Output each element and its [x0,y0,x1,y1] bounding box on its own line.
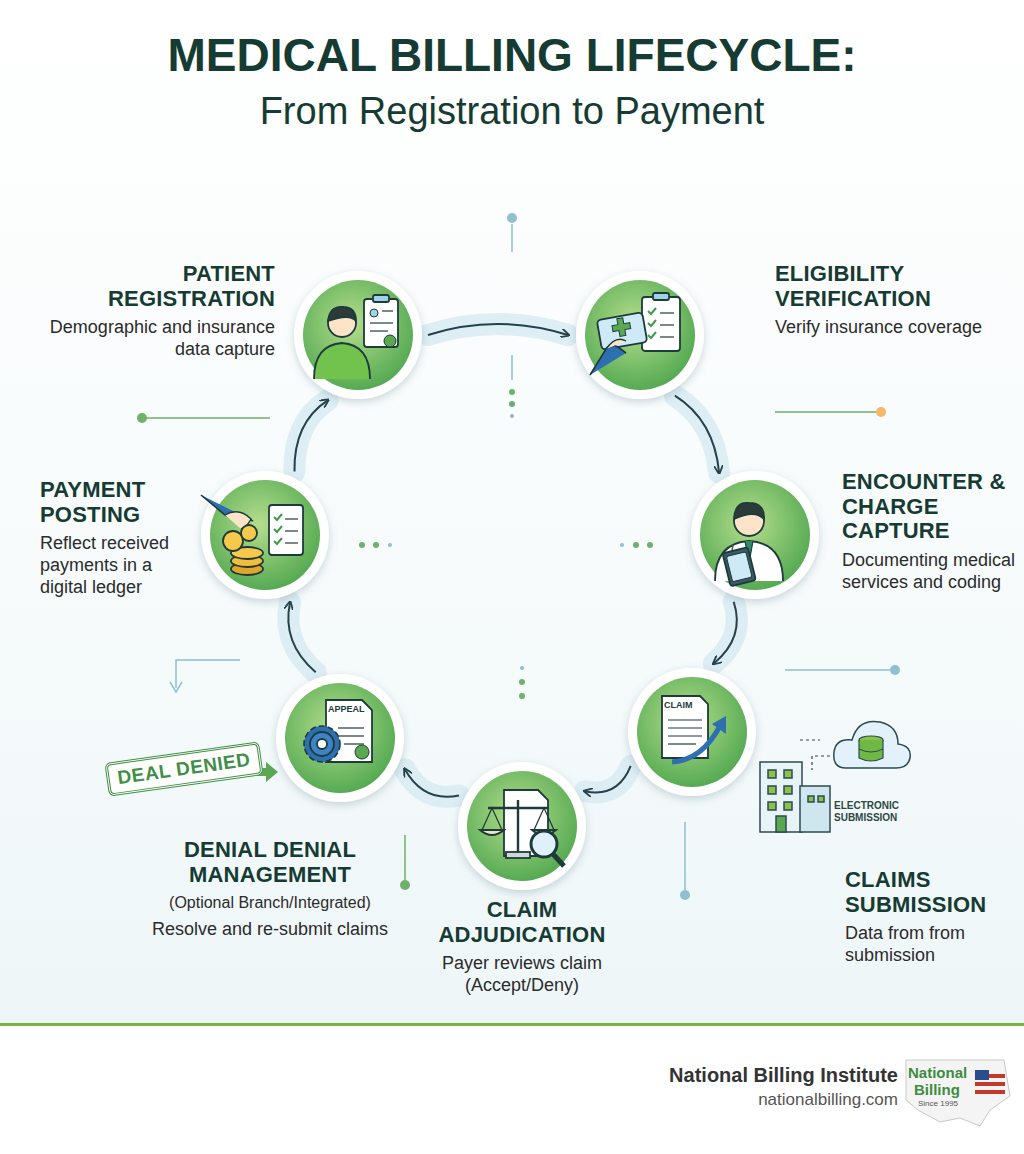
footer-brand: National Billing Institute [560,1064,898,1087]
node-label-group: ENCOUNTER & CHARGE CAPTURE Documenting me… [842,470,1017,594]
node-label-group: PATIENT REGISTRATION Demographic and insu… [40,262,275,361]
node-description: (Optional Branch/Integrated) [140,893,400,913]
icon-text: CLAIM [664,700,704,710]
node-label-group: ELIGIBILITY VERIFICATION Verify insurance… [775,262,990,339]
arrow-line [675,396,719,473]
node-heading: DENIAL DENIAL MANAGEMENT [140,838,400,887]
node-label-group: DENIAL DENIAL MANAGEMENT (Optional Branch… [140,838,400,941]
claim-icon [662,696,726,762]
process-circle: ELIGIBILITY VERIFICATIONVerify insurance… [576,271,704,399]
cycle-arrow [405,769,459,797]
denied-stamp: DEAL DENIED [104,741,263,796]
arrow-line [294,400,327,471]
node-description: Payer reviews claim (Accept/Deny) [402,953,642,997]
cycle-band [405,769,459,797]
cycle-band [294,400,327,471]
logo-mark [906,1060,1010,1126]
node-description: Resolve and re-submit claims [140,919,400,941]
node-heading: CLAIMS SUBMISSION [845,868,1015,917]
diagram-subtitle: From Registration to Payment [10,90,1014,134]
arrow-line [288,603,315,673]
building-icon [760,762,830,832]
cycle-arrow [288,603,315,673]
node-heading: CLAIM ADJUDICATION [402,898,642,947]
cycle-arrow [294,400,327,471]
node-heading: ENCOUNTER & CHARGE CAPTURE [842,470,1017,544]
logo-text: National [908,1064,967,1081]
dot-markers [137,213,900,900]
process-circle: PATIENT REGISTRATIONDemographic and insu… [294,271,422,399]
node-description: Demographic and insurance data capture [40,317,275,361]
leader-arrowhead [170,682,182,692]
process-circle: DENIAL DENIAL MANAGEMENT(Optional Branch… [276,674,404,802]
arrow-line [405,769,459,797]
icon-text: APPEAL [328,704,372,714]
patient-icon [314,295,398,379]
node-heading: PAYMENT POSTING [40,478,192,527]
diagram-title: MEDICAL BILLING LIFECYCLE: [10,30,1014,81]
footer-url: nationalbilling.com [560,1090,898,1110]
payment-icon [201,495,303,575]
logo-text: Billing [914,1081,960,1098]
icon-caption: ELECTRONIC SUBMISSION [834,800,920,823]
cycle-band [585,766,631,793]
cycle-band [288,603,315,673]
arrow-line [428,324,568,335]
process-circle: ENCOUNTER & CHARGE CAPTUREDocumenting me… [691,471,819,599]
node-description: Verify insurance coverage [775,317,990,339]
cloud-database-icon [800,721,910,770]
cycle-arrow [675,396,719,473]
eligibility-icon [590,293,680,375]
adjudication-icon [480,790,564,866]
process-circle: CLAIM ADJUDICATIONPayer reviews claim (A… [458,762,586,890]
node-heading: PATIENT REGISTRATION [40,262,275,311]
leader-arrow [176,660,240,688]
node-label-group: CLAIMS SUBMISSION Data from from submissi… [845,868,1015,967]
process-circle: PAYMENT POSTINGReflect received payments… [201,471,329,599]
cycle-arrow [714,602,737,664]
node-description: Data from from submission [845,923,1015,967]
cycle-arrow [585,766,631,793]
node-description: Reflect received payments in a digital l… [40,533,192,599]
appeal-icon [304,700,372,762]
cycle-arrow [428,324,568,335]
cycle-band [675,396,719,473]
node-heading: ELIGIBILITY VERIFICATION [775,262,990,311]
process-circle: CLAIMS SUBMISSIONData from from submissi… [628,668,756,796]
footer-rule [0,1023,1024,1026]
arrow-line [585,766,631,793]
node-description: Documenting medical services and coding [842,550,1017,594]
cycle-band [714,602,737,664]
doctor-icon [715,503,783,587]
arrow-line [714,602,737,664]
node-label-group: CLAIM ADJUDICATION Payer reviews claim (A… [402,898,642,997]
logo-text: Since 1995 [918,1099,958,1108]
cycle-band [428,324,568,335]
node-label-group: PAYMENT POSTING Reflect received payments… [40,478,192,599]
circle-bases [201,271,819,890]
